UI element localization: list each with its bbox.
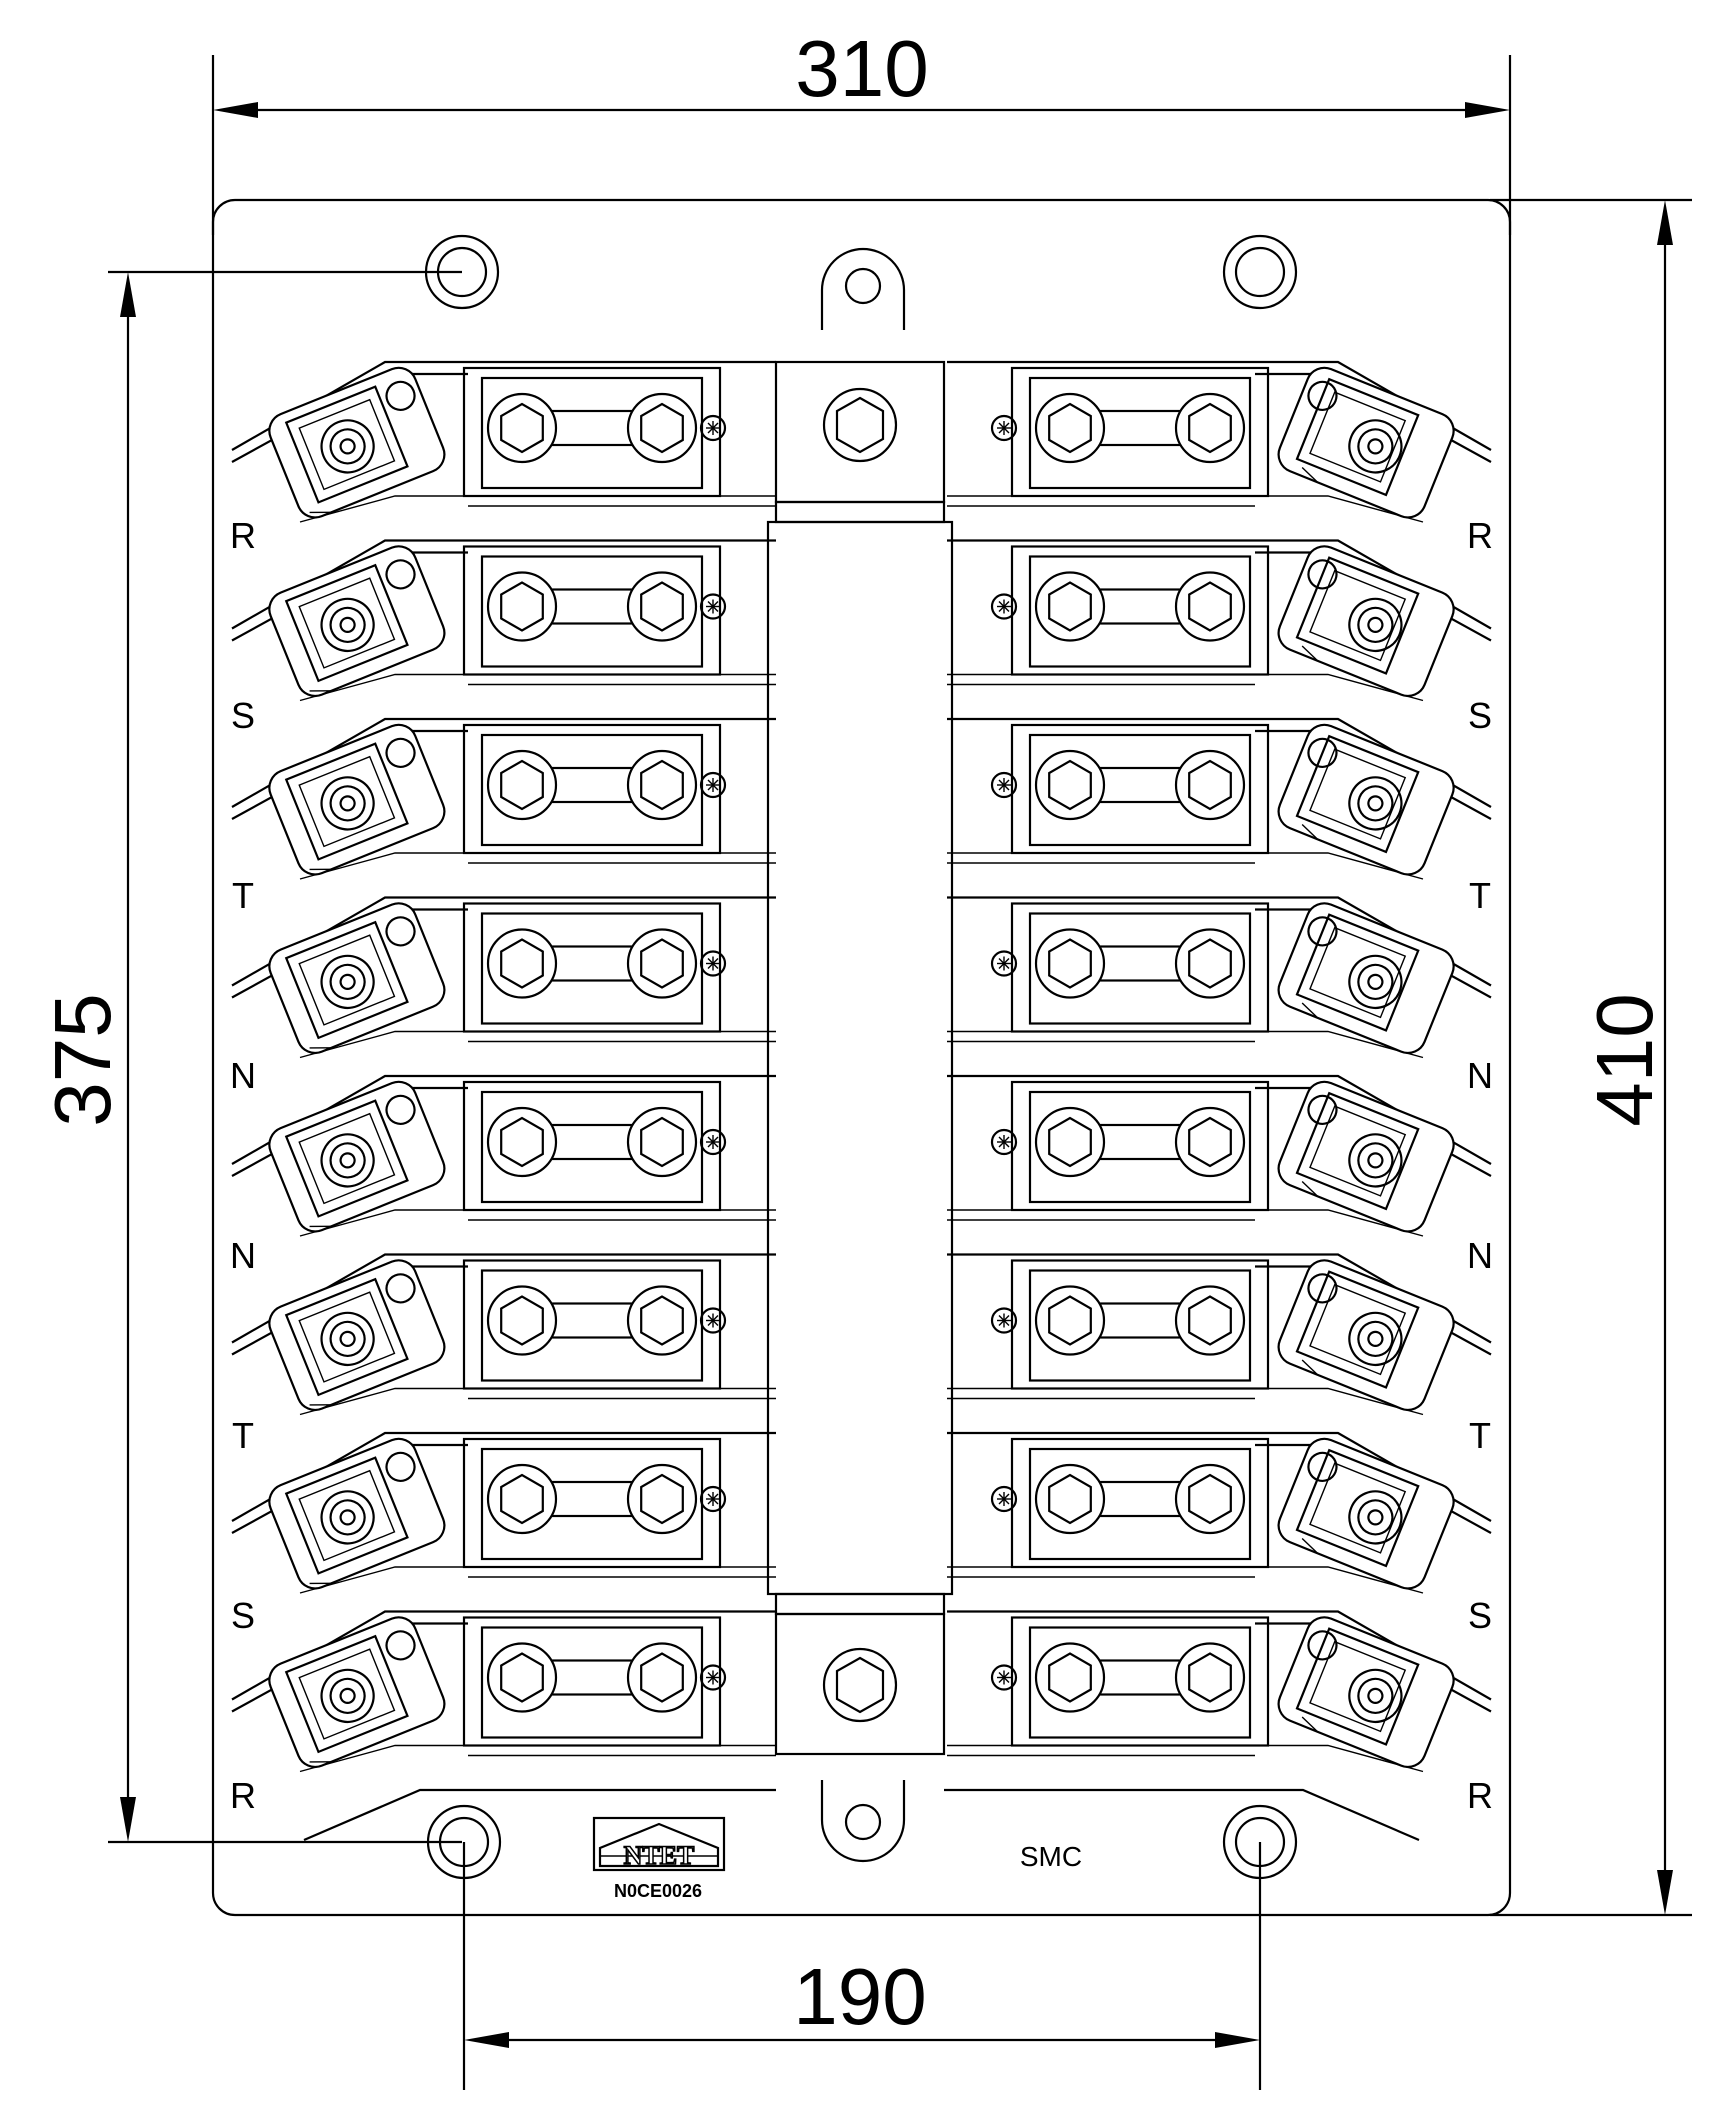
dimension-top-label: 310 bbox=[795, 24, 928, 113]
angled-clamp bbox=[268, 1616, 446, 1769]
terminal-left bbox=[231, 1253, 776, 1416]
phase-label-left: T bbox=[232, 875, 254, 916]
center-bus-bar bbox=[766, 360, 954, 1756]
angled-clamp bbox=[1277, 366, 1455, 519]
dimension-right-label: 410 bbox=[1580, 993, 1669, 1126]
terminal-row bbox=[231, 717, 1492, 880]
terminal-right bbox=[947, 896, 1492, 1059]
dimension-bottom-label: 190 bbox=[793, 1952, 926, 2041]
phase-labels-right: R S T N N T S R bbox=[1467, 515, 1493, 1816]
phase-label-right: T bbox=[1469, 1415, 1491, 1456]
phase-label-left: N bbox=[230, 1055, 256, 1096]
bottom-rail-left bbox=[303, 1788, 776, 1842]
terminal-right bbox=[947, 539, 1492, 702]
dimension-top-width: 310 bbox=[211, 24, 1512, 235]
mounting-hole-bottom-right bbox=[1222, 1804, 1298, 1880]
terminal-right bbox=[947, 717, 1492, 880]
phase-label-right: R bbox=[1467, 515, 1493, 556]
phase-label-right: R bbox=[1467, 1775, 1493, 1816]
logo-text: NTET bbox=[624, 1841, 695, 1870]
top-mounting-tab bbox=[820, 247, 906, 330]
bottom-rail-right bbox=[944, 1788, 1420, 1842]
dimension-bottom-spacing: 190 bbox=[462, 1842, 1262, 2090]
maker-mark: SMC bbox=[1020, 1841, 1082, 1872]
angled-clamp bbox=[1277, 1259, 1455, 1412]
terminal-left bbox=[231, 360, 776, 523]
terminal-left bbox=[231, 539, 776, 702]
phase-labels-left: R S T N N T S R bbox=[230, 515, 256, 1816]
terminal-row bbox=[231, 539, 1492, 702]
angled-clamp bbox=[1277, 902, 1455, 1055]
phase-label-right: N bbox=[1467, 1055, 1493, 1096]
bottom-mounting-tab bbox=[820, 1780, 906, 1863]
terminal-right bbox=[947, 360, 1492, 523]
angled-clamp bbox=[1277, 1080, 1455, 1233]
phase-label-right: S bbox=[1468, 1595, 1492, 1636]
terminal-left bbox=[231, 1074, 776, 1237]
angled-clamp bbox=[268, 902, 446, 1055]
terminal-row bbox=[231, 360, 1492, 523]
mounting-hole-top-left bbox=[424, 234, 500, 310]
terminal-right bbox=[947, 1431, 1492, 1594]
phase-label-right: T bbox=[1469, 875, 1491, 916]
ntet-logo: NTET bbox=[592, 1816, 726, 1872]
bus-bar-top-bolt bbox=[822, 387, 898, 463]
angled-clamp bbox=[268, 1259, 446, 1412]
angled-clamp bbox=[268, 1080, 446, 1233]
phase-label-left: S bbox=[231, 695, 255, 736]
dimension-left-label: 375 bbox=[38, 993, 127, 1126]
bus-bar-bottom-bolt bbox=[822, 1647, 898, 1723]
phase-label-left: N bbox=[230, 1235, 256, 1276]
dimension-right-height: 410 bbox=[1490, 198, 1692, 1917]
angled-clamp bbox=[268, 723, 446, 876]
mounting-hole-bottom-left bbox=[426, 1804, 502, 1880]
terminal-rows bbox=[231, 360, 1492, 1842]
phase-label-left: S bbox=[231, 1595, 255, 1636]
terminal-row bbox=[231, 1431, 1492, 1594]
phase-label-right: S bbox=[1468, 695, 1492, 736]
angled-clamp bbox=[1277, 1437, 1455, 1590]
terminal-right bbox=[947, 1074, 1492, 1237]
terminal-left bbox=[231, 896, 776, 1059]
part-code: N0CE0026 bbox=[614, 1881, 702, 1901]
angled-clamp bbox=[268, 545, 446, 698]
terminal-left bbox=[231, 1610, 776, 1773]
angled-clamp bbox=[268, 366, 446, 519]
mounting-hole-top-right bbox=[1222, 234, 1298, 310]
angled-clamp bbox=[1277, 1616, 1455, 1769]
phase-label-left: R bbox=[230, 515, 256, 556]
terminal-right bbox=[947, 1253, 1492, 1416]
terminal-left bbox=[231, 717, 776, 880]
terminal-row bbox=[231, 896, 1492, 1059]
terminal-row bbox=[231, 1610, 1492, 1773]
board-outline bbox=[211, 198, 1512, 1917]
angled-clamp bbox=[1277, 545, 1455, 698]
terminal-right bbox=[947, 1610, 1492, 1773]
phase-label-left: T bbox=[232, 1415, 254, 1456]
terminal-left bbox=[231, 1431, 776, 1594]
angled-clamp bbox=[1277, 723, 1455, 876]
terminal-row bbox=[231, 1253, 1492, 1416]
phase-label-right: N bbox=[1467, 1235, 1493, 1276]
phase-label-left: R bbox=[230, 1775, 256, 1816]
terminal-row bbox=[231, 1074, 1492, 1237]
angled-clamp bbox=[268, 1437, 446, 1590]
dimension-left-height: 375 bbox=[38, 270, 462, 1844]
